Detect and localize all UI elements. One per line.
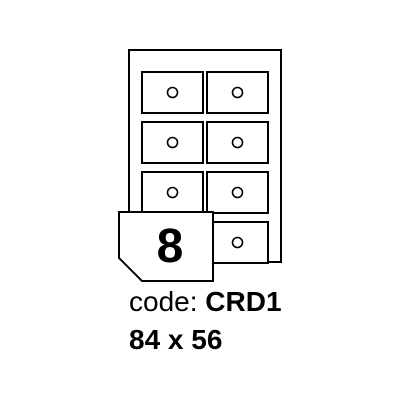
label-cell [206, 171, 269, 214]
label-rectangle [141, 171, 204, 214]
label-cell [206, 221, 269, 264]
label-cell [206, 71, 269, 114]
label-rectangle [141, 121, 204, 164]
label-rectangle [206, 121, 269, 164]
product-code-prefix: code: [129, 286, 198, 317]
label-cell [141, 71, 204, 114]
hole-icon [231, 136, 244, 149]
hole-icon [231, 186, 244, 199]
product-code-line: code: CRD1 [129, 287, 282, 317]
hole-icon [231, 236, 244, 249]
label-dimensions: 84 x 56 [129, 324, 223, 355]
label-cell [141, 171, 204, 214]
hole-icon [166, 136, 179, 149]
label-count-tab-shape [118, 211, 214, 282]
hole-icon [166, 186, 179, 199]
label-cell [141, 121, 204, 164]
product-code: CRD1 [205, 286, 282, 317]
label-cell [206, 121, 269, 164]
label-count-tab: 8 [118, 211, 214, 282]
label-rectangle [206, 221, 269, 264]
label-rectangle [206, 71, 269, 114]
hole-icon [231, 86, 244, 99]
hole-icon [166, 86, 179, 99]
label-rectangle [141, 71, 204, 114]
label-count: 8 [157, 220, 184, 273]
label-rectangle [206, 171, 269, 214]
